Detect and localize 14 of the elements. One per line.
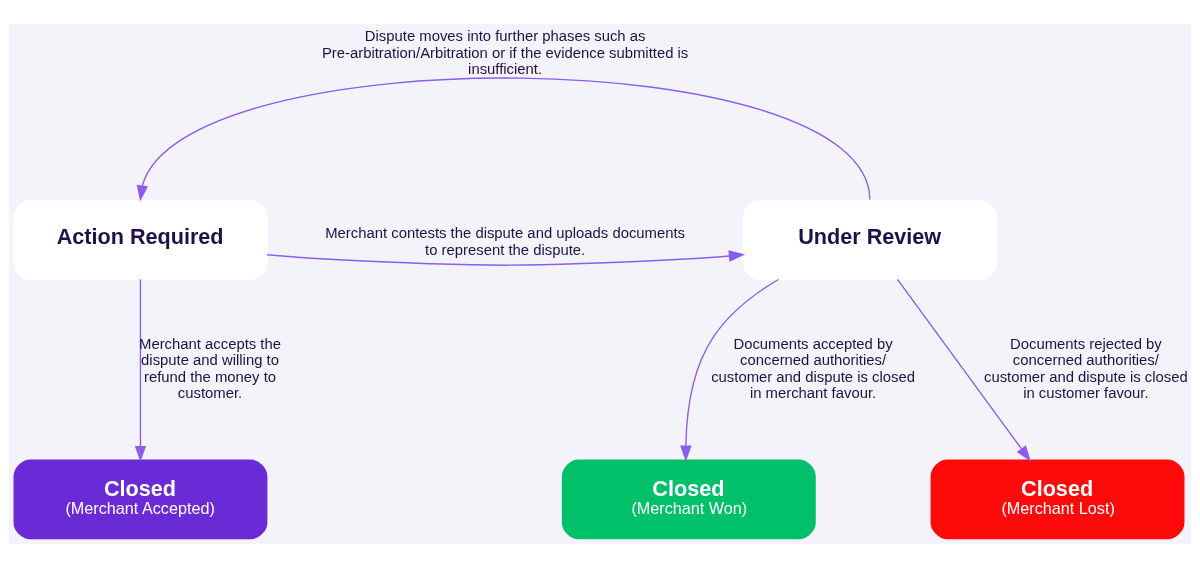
arrow: [266, 249, 746, 266]
arrow: [136, 76, 871, 202]
edge-label: Merchant contests the dispute and uploads documents to represent the dispute.: [325, 224, 686, 258]
arrow: [896, 278, 1031, 462]
node-box: Closed (Merchant Accepted): [13, 459, 268, 539]
arrow: [680, 278, 780, 462]
edge-label: Documents rejected by concerned authorities/ customer and dispute is closed in customer favour.: [983, 335, 1188, 401]
node-box: Closed (Merchant Won): [561, 459, 816, 539]
edge-label: Documents accepted by concerned authorities/ customer and dispute is closed in merchant favour.: [711, 335, 915, 401]
node-box: Closed (Merchant Lost): [930, 459, 1185, 539]
node-box: Action Required: [13, 199, 268, 280]
arrow: [134, 278, 147, 462]
node-box: Under Review: [742, 199, 997, 280]
edge-label: Dispute moves into further phases such as Pre-arbitration/Arbitration or if the evidence submitted is insufficient.: [321, 27, 689, 77]
